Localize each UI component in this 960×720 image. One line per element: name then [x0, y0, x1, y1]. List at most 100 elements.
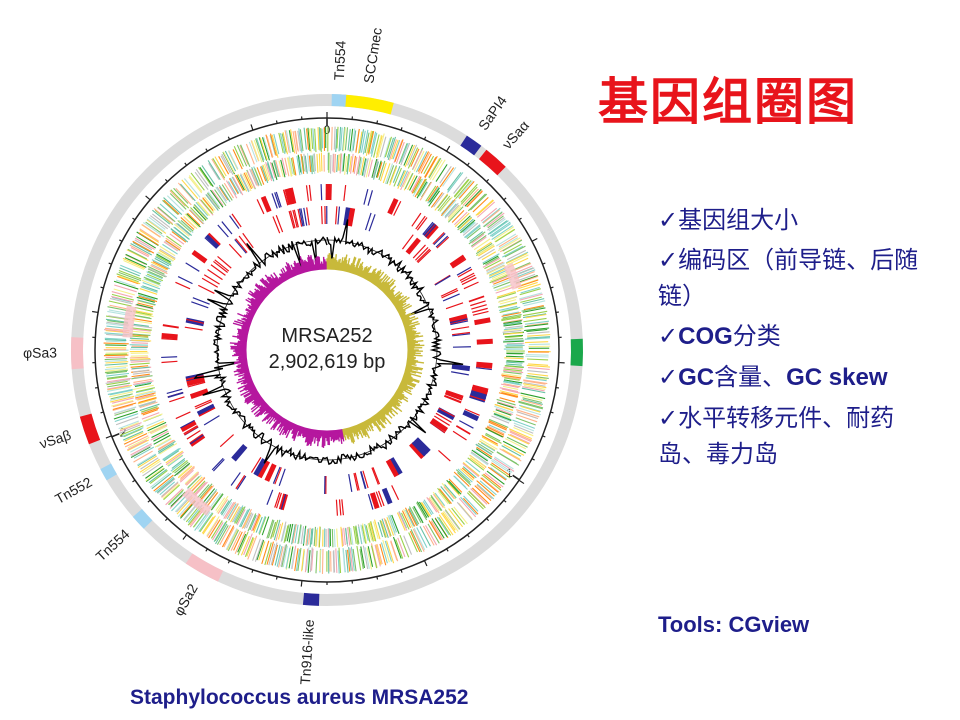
bullet-item: ✓基因组大小 [658, 202, 928, 238]
gc-skew-mark [370, 270, 380, 284]
feature-track-mark [203, 274, 220, 285]
gc-skew-mark [373, 414, 385, 429]
feature-track-mark [250, 456, 262, 473]
gc-skew-mark [251, 395, 263, 404]
cog-gene-mark [151, 472, 172, 490]
gc-skew-mark [349, 256, 356, 274]
bullet-text: 编码区（前导链、后随链） [658, 246, 919, 310]
cog-gene-mark [401, 510, 411, 528]
cog-gene-mark [386, 137, 395, 158]
cog-gene-mark [476, 483, 495, 500]
gc-skew-mark [340, 428, 345, 442]
cog-gene-mark [375, 135, 383, 159]
scale-tick [184, 162, 188, 166]
cog-gene-mark [377, 522, 384, 538]
gc-skew-mark [378, 410, 386, 420]
gc-skew-mark [230, 345, 248, 348]
cog-gene-mark [247, 535, 258, 560]
cog-gene-mark [113, 410, 138, 420]
gc-skew-mark [346, 427, 351, 437]
cog-gene-mark [157, 440, 176, 453]
cog-gene-mark [333, 126, 336, 150]
cog-gene-mark [184, 471, 199, 485]
cog-gene-mark [259, 137, 268, 160]
cog-gene-mark [430, 520, 444, 541]
cog-gene-mark [490, 467, 508, 480]
cog-gene-mark [150, 215, 169, 230]
cog-gene-mark [427, 186, 440, 204]
feature-track-mark [444, 394, 462, 403]
gc-skew-mark [372, 275, 381, 286]
cog-gene-mark [331, 528, 334, 548]
cog-gene-mark [313, 153, 317, 172]
gc-skew-mark [245, 308, 257, 315]
cog-gene-mark [216, 525, 229, 545]
gc-skew-mark [238, 355, 248, 358]
cog-gene-mark [223, 501, 235, 519]
cog-gene-mark [335, 548, 338, 573]
cog-gene-mark [485, 256, 500, 266]
cog-gene-mark [174, 223, 190, 237]
gc-skew-mark [243, 373, 251, 377]
cog-gene-mark [132, 334, 149, 337]
gc-skew-mark [261, 408, 274, 422]
feature-track-mark [238, 235, 251, 251]
cog-gene-mark [495, 286, 515, 294]
gc-skew-mark [366, 418, 374, 429]
cog-gene-mark [491, 223, 511, 238]
gc-skew-mark [377, 275, 389, 289]
element-label: Tn916-like [297, 619, 317, 685]
cog-gene-mark [430, 496, 442, 512]
cog-gene-mark [234, 174, 244, 192]
cog-gene-mark [433, 192, 445, 208]
gc-skew-mark [284, 421, 293, 436]
cog-gene-mark [190, 207, 204, 222]
cog-gene-mark [239, 145, 249, 165]
cog-gene-mark [106, 375, 128, 379]
cog-gene-mark [175, 187, 192, 206]
cog-gene-mark [368, 130, 375, 155]
cog-gene-mark [470, 235, 487, 247]
gc-skew-mark [367, 268, 377, 282]
cog-gene-mark [416, 527, 428, 549]
cog-gene-mark [502, 369, 524, 374]
scale-tick [376, 576, 379, 580]
gc-skew-mark [378, 276, 391, 290]
cog-gene-mark [240, 508, 251, 528]
cog-gene-mark [336, 154, 339, 173]
cog-gene-mark [312, 153, 316, 175]
cog-gene-mark [285, 130, 292, 154]
gc-skew-mark [264, 274, 277, 289]
gc-skew-mark [404, 370, 411, 374]
cog-gene-mark [506, 252, 528, 264]
cog-gene-mark [355, 525, 360, 544]
cog-gene-mark [177, 220, 192, 233]
gc-skew-mark [255, 283, 269, 297]
cog-gene-mark [491, 225, 513, 241]
cog-gene-mark [503, 328, 524, 332]
scale-tick [466, 162, 470, 166]
feature-track-mark [231, 444, 248, 462]
gc-skew-mark [250, 398, 265, 411]
gc-skew-mark [401, 319, 410, 324]
cog-gene-mark [222, 502, 233, 517]
cog-gene-mark [191, 476, 206, 492]
feature-track-mark [278, 468, 286, 487]
gc-skew-mark [397, 385, 407, 392]
cog-gene-mark [156, 477, 175, 494]
feature-track-mark [192, 297, 210, 305]
cog-gene-mark [134, 381, 153, 387]
gc-skew-mark [337, 429, 341, 438]
gc-skew-mark [333, 429, 336, 441]
cog-gene-mark [189, 509, 204, 528]
feature-track-mark [236, 475, 247, 490]
cog-gene-mark [214, 156, 227, 177]
element-label: Tn554 [93, 526, 133, 565]
cog-gene-mark [352, 548, 357, 572]
cog-gene-mark [386, 540, 395, 564]
gc-skew-mark [274, 276, 282, 286]
gc-skew-mark [238, 372, 251, 378]
cog-gene-mark [520, 399, 543, 406]
gc-skew-mark [361, 421, 367, 430]
cog-gene-mark [221, 184, 233, 201]
